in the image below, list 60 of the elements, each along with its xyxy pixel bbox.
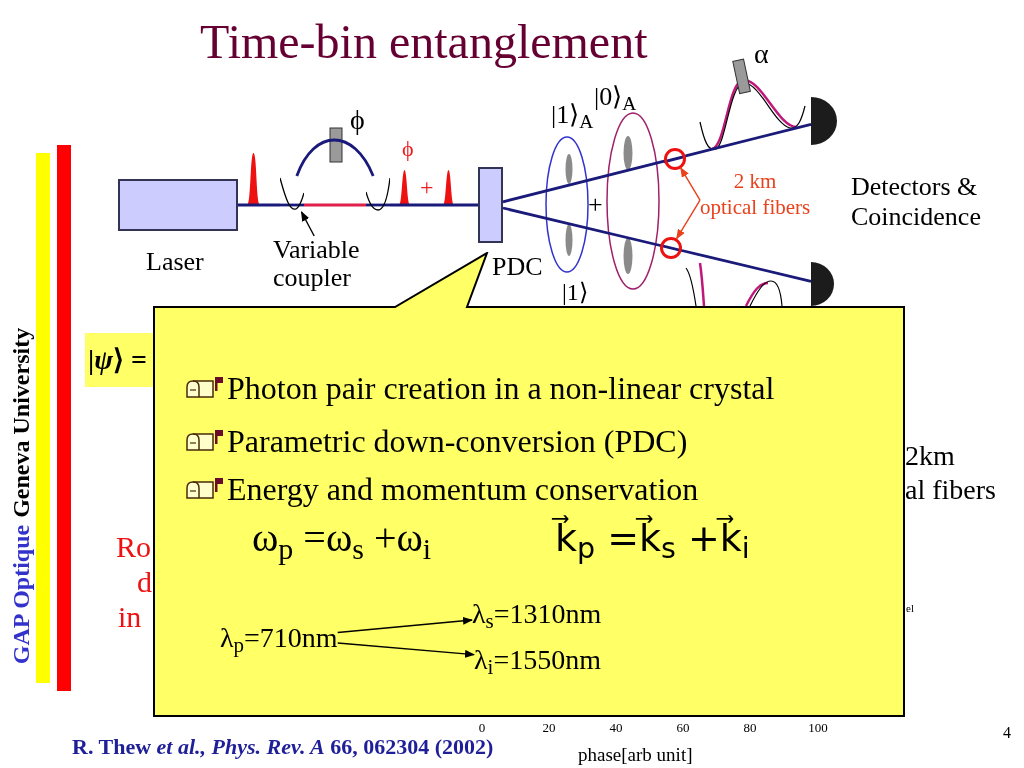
arrow bbox=[337, 616, 473, 634]
fiber-line bbox=[390, 203, 478, 207]
axis-tick-label: 100 bbox=[808, 720, 828, 735]
photon-detector bbox=[811, 97, 837, 145]
bullet-text: Energy and momentum conservation bbox=[227, 470, 699, 508]
axis-tick-label: 60 bbox=[676, 720, 690, 735]
bullet-text: Parametric down-conversion (PDC) bbox=[227, 422, 688, 460]
laser-box bbox=[118, 179, 238, 231]
ring-marker bbox=[664, 147, 686, 170]
fiber-length-label: optical fibers bbox=[700, 194, 811, 220]
university-name: Geneva University bbox=[8, 327, 34, 518]
bullet-text: Photon pair creation in a non-linear crystal bbox=[227, 369, 775, 407]
note-fragment: 2km bbox=[905, 440, 955, 472]
fiber-line bbox=[502, 206, 661, 247]
note-fragment: d bbox=[137, 565, 152, 599]
phase-symbol: ϕ bbox=[402, 136, 414, 162]
detector-label: Detectors & Coincidence bbox=[851, 172, 982, 232]
fiber-line bbox=[681, 249, 812, 283]
wavelength-label: λ$_{s}$=1310nm bbox=[472, 597, 602, 631]
slide-title: Time-bin entanglement bbox=[200, 14, 648, 70]
arrow bbox=[337, 642, 475, 658]
axis-tick-label: 40 bbox=[609, 720, 623, 735]
fiber-length-label: 2 km bbox=[732, 168, 778, 194]
note-fragment: Ro bbox=[116, 530, 151, 564]
note-fragment: el bbox=[906, 602, 914, 614]
ket-label: |1⟩$_{A}$ bbox=[551, 100, 594, 130]
note-fragment: al fibers bbox=[905, 474, 996, 506]
ring-marker bbox=[660, 237, 682, 259]
fiber-line bbox=[685, 122, 812, 158]
axis-tick-label: 20 bbox=[542, 720, 556, 735]
plus-sign: + bbox=[588, 191, 603, 219]
note-fragment: in bbox=[118, 600, 142, 634]
wavelength-label: λ$_{i}$=1550nm bbox=[474, 643, 601, 677]
fiber-coupler bbox=[366, 176, 390, 212]
plus-sign: + bbox=[420, 174, 434, 200]
component-label: Variable coupler bbox=[273, 236, 361, 292]
ket-label: |0⟩$_{A}$ bbox=[594, 82, 637, 112]
leader-arrow bbox=[676, 199, 701, 240]
phase-symbol: ϕ bbox=[350, 104, 365, 136]
photon-detector bbox=[811, 262, 834, 306]
fiber-line bbox=[238, 203, 280, 207]
component-label: PDC bbox=[492, 252, 543, 282]
component-label: Laser bbox=[146, 247, 204, 277]
ket-label: |1⟩ bbox=[562, 279, 588, 305]
leader-arrow bbox=[680, 167, 701, 201]
crystal-box bbox=[478, 167, 503, 243]
state-formula: |ψ⟩ = bbox=[85, 333, 153, 387]
fiber-coupler bbox=[280, 176, 304, 212]
axis-tick-label: 0 bbox=[478, 720, 486, 735]
fiber-line bbox=[304, 203, 366, 207]
leader-arrow bbox=[300, 211, 315, 237]
citation: R. Thew et al., Phys. Rev. A 66, 062304 (2002) bbox=[72, 734, 494, 760]
axis-tick-label: 80 bbox=[743, 720, 757, 735]
group-name: GAP Optique bbox=[8, 524, 34, 665]
phase-symbol: α bbox=[754, 38, 769, 70]
fiber-line bbox=[502, 159, 665, 204]
fiber-line bbox=[295, 138, 375, 177]
wavelength-label: λ$_{p}$=710nm bbox=[220, 621, 338, 655]
axis-title: phase[arb unit] bbox=[578, 744, 693, 766]
page-number: 4 bbox=[1003, 724, 1011, 742]
